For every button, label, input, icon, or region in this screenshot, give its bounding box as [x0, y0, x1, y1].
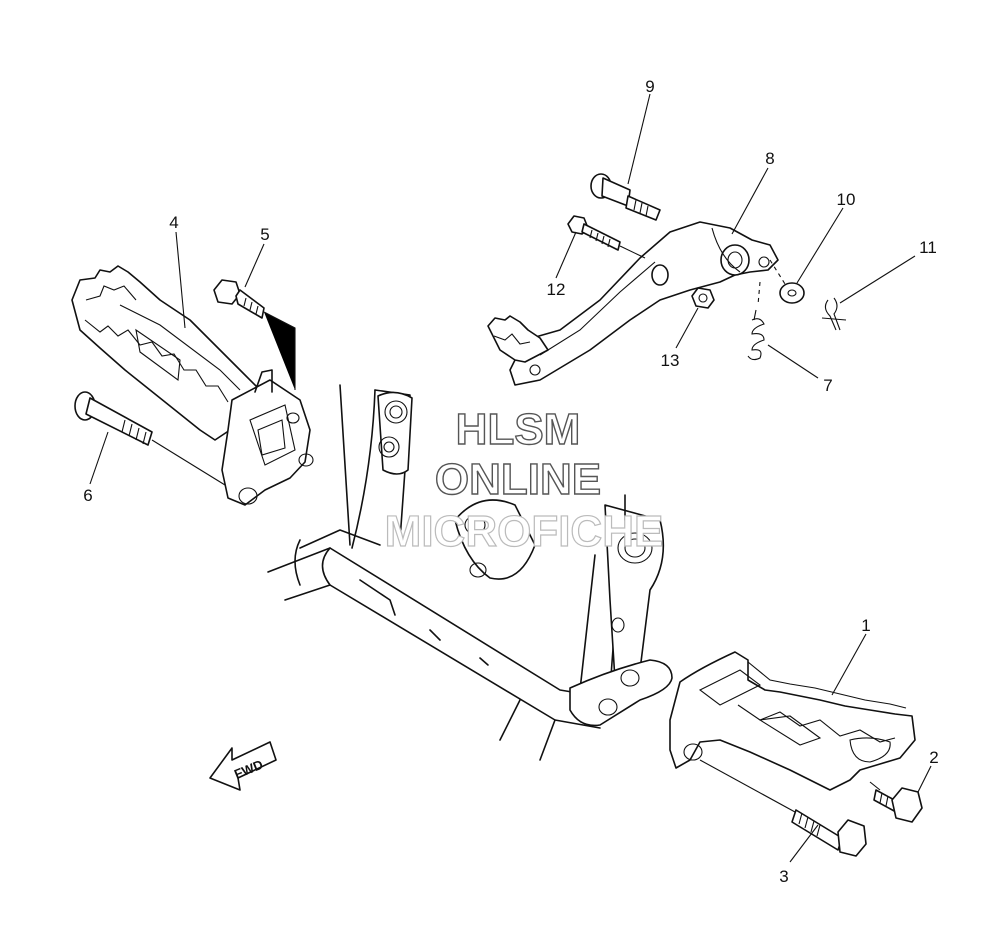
- watermark: HLSM ONLINE MICROFICHE: [384, 404, 664, 556]
- nut-part-13: [691, 287, 715, 309]
- callout-7: 7: [823, 376, 832, 395]
- bolt-part-9: [590, 173, 661, 221]
- washer-part-10: [769, 259, 805, 304]
- brake-pedal-part-8: [487, 221, 779, 386]
- callout-9: 9: [645, 77, 654, 96]
- callout-1: 1: [861, 616, 870, 635]
- callout-labels: 1 2 3 4 5 6 7 8 9 10 11 12 13: [83, 77, 938, 886]
- watermark-line-1: HLSM: [456, 405, 581, 454]
- fwd-arrow-icon: FWD: [209, 741, 277, 791]
- leader-lines: [89, 93, 932, 863]
- cotter-pin-part-11: [821, 297, 847, 331]
- bolt-part-5: [213, 279, 296, 390]
- callout-10: 10: [837, 190, 856, 209]
- callout-6: 6: [83, 486, 92, 505]
- bolt-part-6: [74, 391, 226, 486]
- right-footpeg-part-1: [669, 651, 916, 791]
- spring-part-7: [747, 281, 765, 361]
- callout-5: 5: [260, 225, 269, 244]
- callout-8: 8: [765, 149, 774, 168]
- bolt-part-2: [869, 781, 923, 823]
- bolt-part-12: [567, 215, 646, 259]
- callout-12: 12: [547, 280, 566, 299]
- callout-3: 3: [779, 867, 788, 886]
- watermark-line-3: MICROFICHE: [385, 507, 664, 556]
- callout-11: 11: [919, 238, 937, 257]
- left-footpeg-part-4: [71, 265, 314, 506]
- callout-13: 13: [661, 351, 680, 370]
- watermark-line-2: ONLINE: [435, 455, 601, 504]
- bolt-part-3: [699, 759, 867, 857]
- frame-drawing: [267, 384, 673, 761]
- callout-2: 2: [929, 748, 938, 767]
- callout-4: 4: [169, 213, 178, 232]
